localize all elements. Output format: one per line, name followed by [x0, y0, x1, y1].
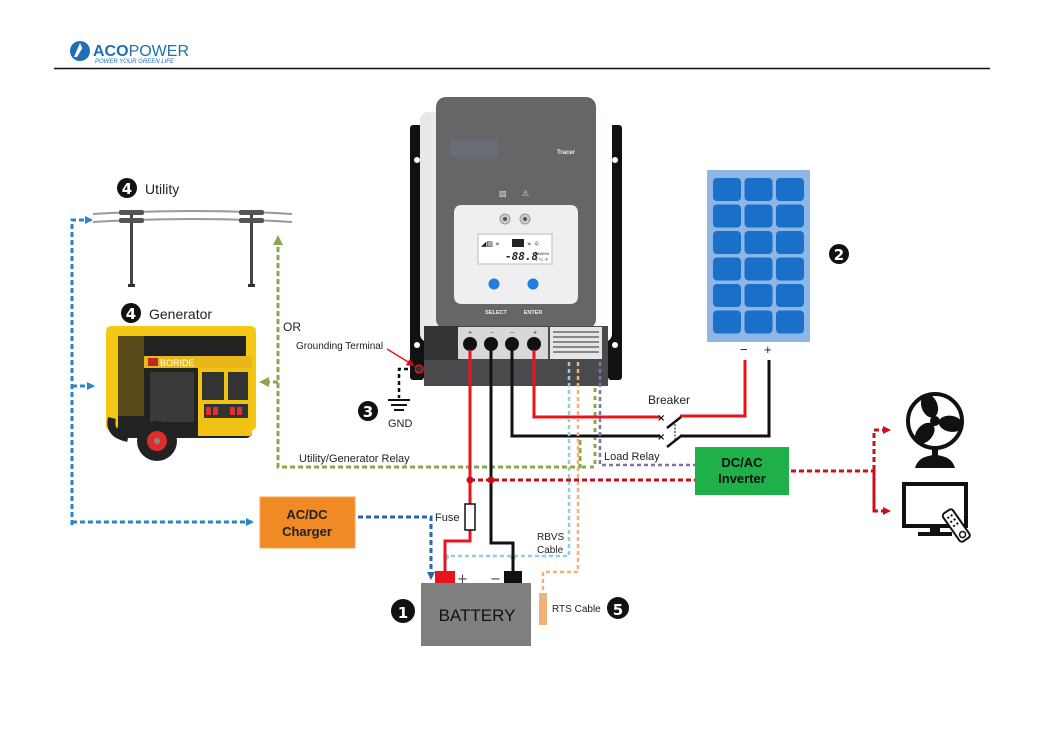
- solar-cell: [745, 178, 773, 201]
- enter-button[interactable]: [528, 279, 539, 290]
- battery-negative-post: [504, 571, 522, 583]
- pv-negative-wire: [680, 360, 769, 436]
- battery: BATTERY + −: [421, 571, 531, 646]
- warning-indicator-icon: ⚠: [522, 189, 529, 198]
- svg-text:5: 5: [613, 601, 623, 619]
- select-button-label: SELECT: [485, 310, 507, 316]
- charger-to-battery-line: [358, 517, 431, 578]
- ac-dc-charger-box: AC/DC Charger: [260, 497, 355, 548]
- solar-cell: [713, 205, 741, 228]
- pv-positive-wire: [680, 360, 745, 416]
- tv-feed-line: [874, 470, 889, 511]
- fuse-icon: [465, 504, 475, 530]
- controller-model-label: Tracer: [557, 150, 576, 156]
- breaker-switch-icon: × ×: [657, 413, 681, 447]
- svg-text:3: 3: [363, 403, 373, 421]
- select-button[interactable]: [489, 279, 500, 290]
- solar-cell: [776, 205, 804, 228]
- pv-negative-terminal: [505, 337, 519, 351]
- lcd-reading: -88.8: [505, 250, 538, 263]
- generator-label-group: 4 Generator: [121, 303, 212, 323]
- solar-cell: [776, 258, 804, 281]
- svg-text:Inverter: Inverter: [718, 471, 766, 486]
- svg-text:DC/AC: DC/AC: [721, 455, 763, 470]
- battery-positive-terminal: [463, 337, 477, 351]
- breaker-label: Breaker: [648, 393, 690, 407]
- solar-panel: [707, 170, 810, 342]
- battery-negative-terminal: [484, 337, 498, 351]
- svg-text:1: 1: [398, 604, 408, 622]
- enter-button-label: ENTER: [524, 310, 543, 316]
- svg-text:BORIDE: BORIDE: [160, 358, 195, 368]
- fuse-label: Fuse: [435, 512, 459, 524]
- utility-label: Utility: [145, 181, 179, 197]
- svg-text:V °C °F: V °C °F: [535, 257, 549, 262]
- pv-positive-terminal: [527, 337, 541, 351]
- solar-indicator-icon: ▨: [499, 189, 507, 198]
- panel-negative-label: −: [740, 342, 748, 357]
- svg-text:−: −: [490, 330, 494, 336]
- svg-text:Charger: Charger: [282, 524, 332, 539]
- fan-feed-line: [874, 430, 889, 510]
- svg-text:4: 4: [122, 180, 132, 198]
- solar-cell: [713, 284, 741, 307]
- solar-cell: [745, 231, 773, 254]
- rbvs-cable: [441, 362, 569, 556]
- gnd-label: GND: [388, 418, 413, 430]
- battery-label: BATTERY: [439, 606, 516, 625]
- battery-positive-post: [435, 571, 455, 583]
- svg-text:» ☼: » ☼: [527, 240, 540, 248]
- grounding-terminal: [415, 365, 423, 373]
- solar-cell: [776, 284, 804, 307]
- dc-ac-inverter-box: DC/AC Inverter: [695, 447, 789, 495]
- svg-text:−: −: [490, 572, 501, 587]
- solar-cell: [776, 311, 804, 334]
- svg-text:◢▨ »: ◢▨ »: [481, 240, 500, 248]
- svg-text:+: +: [533, 330, 537, 336]
- utility-generator-relay-label: Utility/Generator Relay: [299, 453, 410, 465]
- svg-text:−: −: [510, 330, 514, 336]
- svg-text:AC/DC: AC/DC: [286, 507, 328, 522]
- rts-sensor: [539, 593, 547, 625]
- solar-cell: [713, 231, 741, 254]
- solar-cell: [745, 258, 773, 281]
- svg-text:+: +: [457, 572, 468, 587]
- brand-name: ACOPOWER: [93, 43, 189, 60]
- utility-label-group: 4 Utility: [117, 178, 179, 198]
- fan-icon: [908, 392, 964, 468]
- rbvs-label-line1: RBVS: [537, 532, 565, 543]
- svg-text:2: 2: [834, 246, 844, 264]
- solar-charge-controller: Tracer ▨ ⚠ ◢▨ » » ☼ -88.8 AkWh% V °C °F …: [410, 97, 622, 386]
- svg-text:4: 4: [126, 305, 136, 323]
- generator-label: Generator: [149, 306, 212, 322]
- solar-cell: [745, 311, 773, 334]
- panel-positive-label: +: [764, 342, 772, 357]
- utility-to-charger-line: [72, 220, 91, 525]
- utility-power-lines: [93, 210, 292, 287]
- solar-cell: [776, 231, 804, 254]
- tv-icon: [904, 484, 971, 543]
- svg-text:×: ×: [657, 413, 665, 424]
- svg-text:AkWh%: AkWh%: [535, 251, 550, 256]
- generator-image: BORIDE: [106, 326, 256, 461]
- ground-symbol-icon: [388, 400, 410, 410]
- rts-cable-label: RTS Cable: [552, 604, 601, 615]
- solar-cell: [745, 205, 773, 228]
- grounding-terminal-label: Grounding Terminal: [296, 341, 383, 352]
- svg-text:+: +: [468, 330, 472, 336]
- rbvs-label-line2: Cable: [537, 545, 564, 556]
- grounding-pointer-arrow: [387, 349, 413, 365]
- brand-logo: ACOPOWER POWER YOUR GREEN LIFE: [70, 41, 189, 65]
- solar-cell: [713, 258, 741, 281]
- load-relay-label: Load Relay: [604, 451, 660, 463]
- solar-cell: [776, 178, 804, 201]
- brand-tagline: POWER YOUR GREEN LIFE: [95, 59, 175, 65]
- solar-cell: [745, 284, 773, 307]
- or-label: OR: [283, 320, 301, 334]
- svg-text:×: ×: [657, 432, 665, 443]
- solar-cell: [713, 311, 741, 334]
- solar-cell: [713, 178, 741, 201]
